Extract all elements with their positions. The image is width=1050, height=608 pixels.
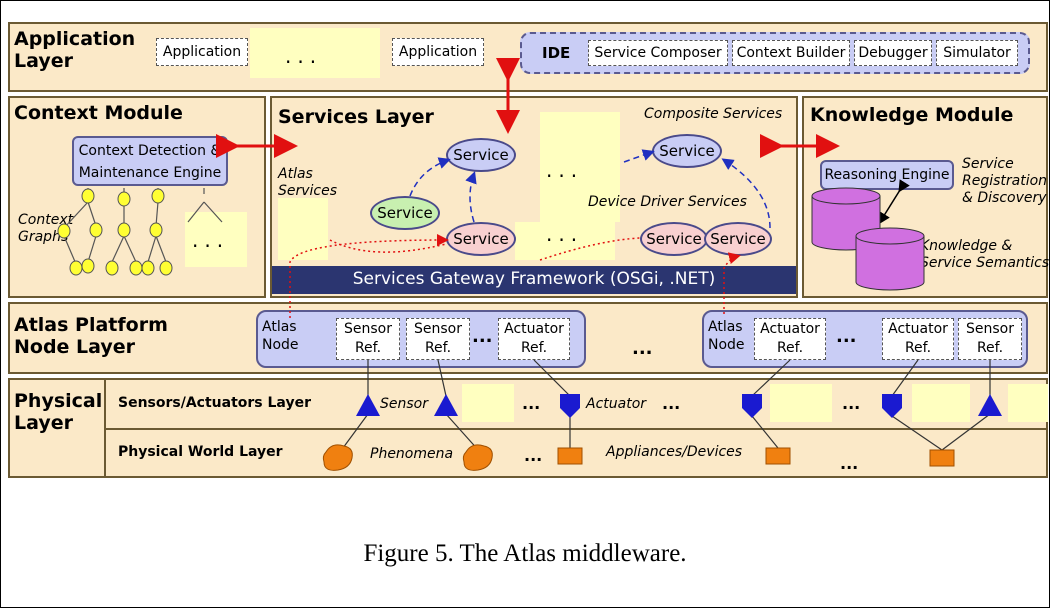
highlight-patch	[278, 198, 328, 260]
highlight-patch	[770, 384, 832, 422]
knowledge-semantics-label: Knowledge & Service Semantics	[920, 238, 1050, 271]
platform-device-links	[339, 359, 991, 453]
service-node: Service	[370, 196, 440, 230]
physical-layer-vertical-divider	[104, 380, 106, 476]
services-ellipsis: ...	[546, 222, 584, 246]
highlight-patch	[912, 384, 970, 422]
highlight-patch	[1008, 384, 1048, 422]
service-node: Service	[446, 222, 516, 256]
reasoning-arrow	[878, 179, 910, 225]
actuator-label: Actuator	[586, 396, 647, 412]
services-ellipsis: ...	[546, 158, 584, 182]
platform-layer-title: Atlas Platform Node Layer	[14, 314, 168, 358]
sensor-ref-box: Sensor Ref.	[336, 318, 400, 360]
figure-caption: Figure 5. The Atlas middleware.	[363, 540, 687, 567]
phenomena-label: Phenomena	[370, 446, 454, 462]
gateway-bar	[272, 266, 796, 294]
context-graph-nodes	[57, 188, 173, 276]
sensor-icons	[356, 394, 1002, 416]
atlas-node-label: Atlas Node	[708, 319, 745, 353]
ide-tool-debugger: Debugger	[854, 40, 932, 66]
knowledge-database-icon	[811, 187, 925, 291]
application-box: Application	[392, 38, 484, 66]
highlight-patch	[185, 212, 247, 267]
knowledge-module-title: Knowledge Module	[810, 104, 1014, 126]
sensors-actuators-layer-label: Sensors/Actuators Layer	[118, 395, 311, 411]
ide-tool-context-builder: Context Builder	[732, 40, 850, 66]
phenomena-icons	[322, 444, 493, 471]
physical-layer-title: Physical Layer	[14, 390, 103, 434]
application-box: Application	[156, 38, 248, 66]
atlas-node-label: Atlas Node	[262, 319, 299, 353]
highlight-patch	[515, 222, 615, 260]
platform-service-links	[289, 234, 741, 318]
application-layer-title: Application Layer	[14, 28, 136, 72]
physical-ellipsis: ...	[522, 394, 541, 413]
context-engine-box: Context Detection & Maintenance Engine	[72, 136, 228, 186]
platform-ellipsis: ...	[836, 326, 857, 347]
ide-tool-service-composer: Service Composer	[588, 40, 728, 66]
highlight-patch	[540, 112, 620, 222]
sensor-label: Sensor	[380, 396, 428, 412]
physical-ellipsis: ...	[842, 394, 861, 413]
service-registration-label: Service Registration & Discovery	[962, 156, 1048, 206]
composite-services-label: Composite Services	[644, 106, 783, 122]
platform-ellipsis: ...	[472, 326, 493, 347]
device-driver-services-label: Device Driver Services	[588, 194, 747, 210]
service-node: Service	[704, 222, 772, 256]
application-ellipsis: ...	[285, 44, 323, 68]
physical-world-layer-label: Physical World Layer	[118, 444, 283, 460]
ide-label: IDE	[542, 44, 571, 62]
highlight-patch	[462, 384, 514, 422]
platform-ellipsis: ...	[632, 338, 653, 359]
context-graph-ellipsis: ...	[192, 228, 230, 252]
services-layer-band	[270, 96, 798, 298]
appliance-icons	[557, 447, 955, 467]
services-layer-title: Services Layer	[278, 106, 434, 128]
gateway-label: Services Gateway Framework (OSGi, .NET)	[352, 269, 716, 289]
actuator-ref-box: Actuator Ref.	[882, 318, 954, 360]
actuator-ref-box: Actuator Ref.	[498, 318, 570, 360]
highlight-patch	[250, 28, 380, 78]
sensor-ref-box: Sensor Ref.	[406, 318, 470, 360]
actuator-ref-box: Actuator Ref.	[754, 318, 826, 360]
context-graphs-label: Context Graphs	[18, 212, 74, 245]
sensor-ref-box: Sensor Ref.	[958, 318, 1022, 360]
appliances-label: Appliances/Devices	[606, 444, 743, 460]
atlas-services-label: Atlas Services	[278, 166, 338, 199]
service-composition-arrows	[409, 149, 771, 229]
physical-ellipsis: ...	[840, 454, 859, 473]
service-node: Service	[640, 222, 708, 256]
physical-ellipsis: ...	[662, 394, 681, 413]
context-module-title: Context Module	[14, 102, 183, 124]
physical-ellipsis: ...	[524, 446, 543, 465]
actuator-icons	[560, 394, 902, 418]
physical-layer-divider	[104, 428, 1048, 430]
ide-tool-simulator: Simulator	[936, 40, 1018, 66]
service-node: Service	[446, 138, 516, 172]
